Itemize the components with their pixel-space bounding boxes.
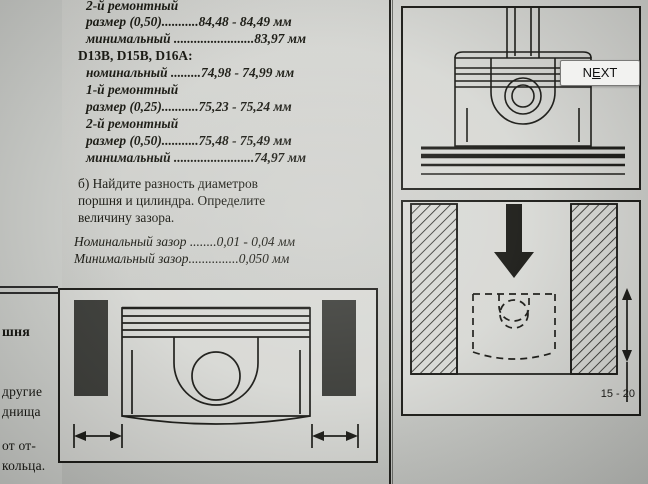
- next-button[interactable]: NEXT: [560, 60, 640, 86]
- column-divider: [389, 0, 391, 484]
- next-button-label-prefix: N: [582, 65, 593, 80]
- figure-piston-measurement: [58, 288, 378, 463]
- text-line-11: поршня и цилиндра. Определите: [78, 193, 266, 208]
- text-line-12: величину зазора.: [78, 210, 175, 225]
- left-rule-bottom: [0, 292, 58, 294]
- piston-cross-section-drawing: [421, 8, 625, 175]
- text-line-1: размер (0,50)...........84,48 - 84,49 мм: [86, 14, 292, 29]
- column-divider-shadow: [392, 0, 393, 484]
- text-line-4: номинальный .........74,98 - 74,99 мм: [86, 65, 295, 80]
- text-line-6: размер (0,25)...........75,23 - 75,24 мм: [86, 99, 292, 114]
- text-line-5: 1-й ремонтный: [86, 82, 179, 97]
- left-text-line-0: шня: [2, 325, 31, 340]
- piston-measurement-drawing: [73, 300, 359, 448]
- figure-piston-insertion: 15 - 20: [401, 200, 641, 416]
- text-line-7: 2-й ремонтный: [86, 116, 179, 131]
- main-text-column: 2-й ремонтный размер (0,50)...........84…: [74, 0, 376, 284]
- text-line-8: размер (0,50)...........75,48 - 75,49 мм: [86, 133, 292, 148]
- text-line-2: минимальный ........................83,9…: [86, 31, 307, 46]
- left-text-line-4: кольца.: [2, 458, 46, 473]
- text-line-3: D13B, D15B, D16A:: [78, 48, 193, 63]
- text-line-9: минимальный ........................74,9…: [86, 150, 307, 165]
- piston-insertion-drawing: [410, 203, 632, 402]
- text-line-0: 2-й ремонтный: [86, 0, 179, 13]
- text-line-14: Минимальный зазор...............0,050 мм: [74, 251, 290, 266]
- left-rule-top: [0, 286, 58, 288]
- left-text-line-2: днища: [2, 404, 41, 419]
- left-text-line-1: другие: [2, 384, 43, 399]
- next-button-label-suffix: XT: [600, 65, 618, 80]
- figure-lower-dimension-label: 15 - 20: [600, 388, 635, 400]
- text-line-10: б) Найдите разность диаметров: [78, 176, 258, 191]
- next-button-label-accesskey: E: [592, 65, 601, 80]
- left-text-line-3: от от-: [2, 438, 37, 453]
- figure-piston-cross-section: [401, 6, 641, 190]
- text-line-13: Номинальный зазор ........0,01 - 0,04 мм: [74, 234, 296, 249]
- left-column-strip: шня другие днища от от- кольца.: [0, 0, 62, 484]
